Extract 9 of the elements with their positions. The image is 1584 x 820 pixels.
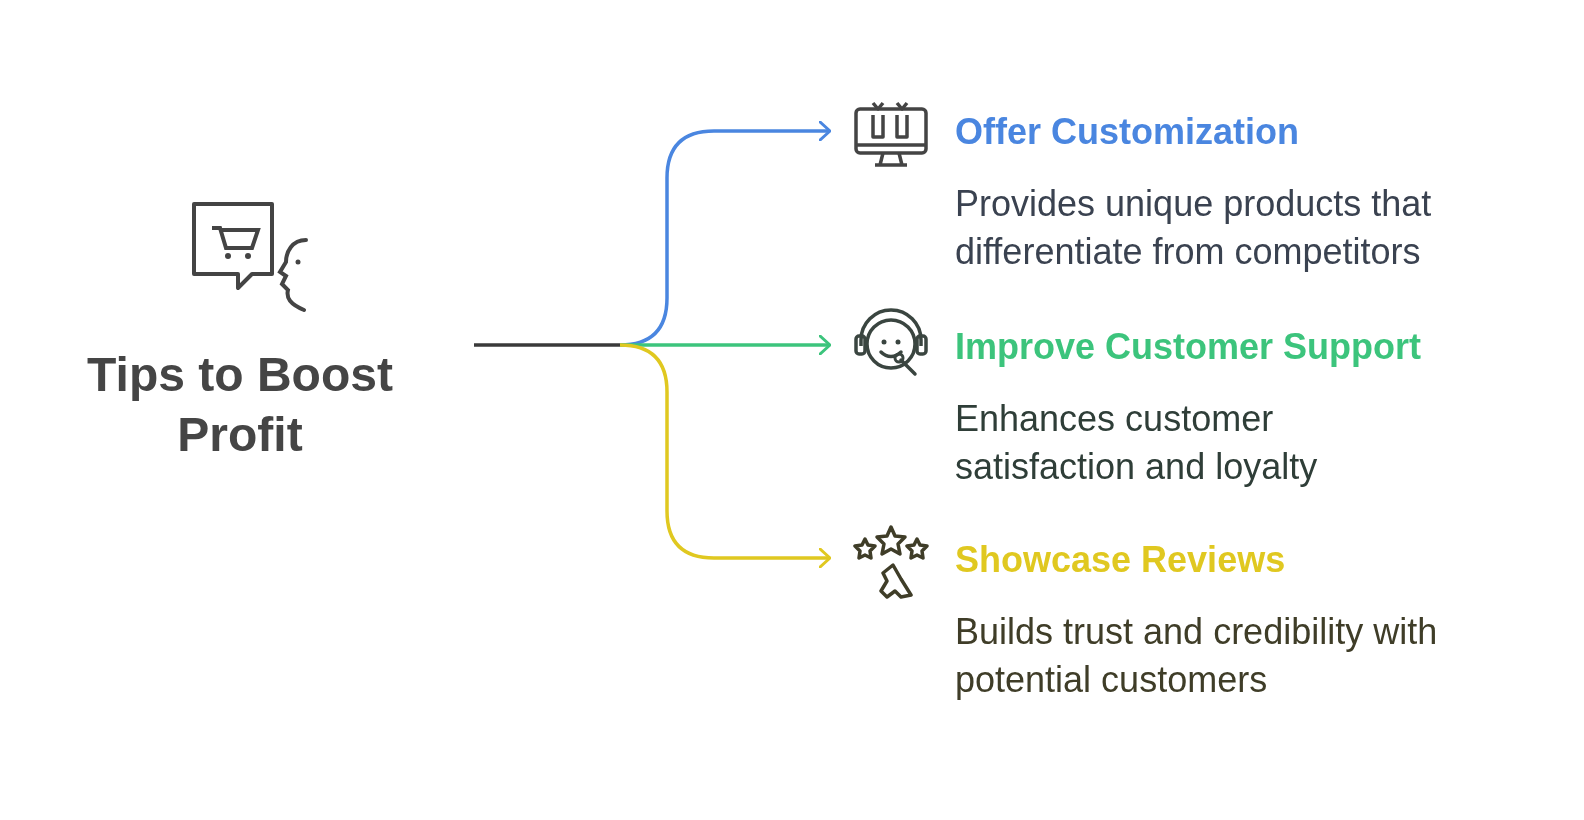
tip-description: Enhances customer satisfaction and loyalty bbox=[955, 397, 1319, 489]
tip-description: Builds trust and credibility with potential customers bbox=[955, 610, 1439, 702]
connector-trunk bbox=[474, 343, 620, 347]
tip-heading: Showcase Reviews bbox=[955, 538, 1286, 582]
tip-description: Provides unique products that differentiate from competitors bbox=[955, 182, 1433, 274]
tip-heading: Offer Customization bbox=[955, 110, 1299, 154]
tip-heading: Improve Customer Support bbox=[955, 325, 1422, 369]
topic-label: Tips to Boost Profit bbox=[86, 347, 394, 463]
arrow bbox=[619, 343, 832, 569]
